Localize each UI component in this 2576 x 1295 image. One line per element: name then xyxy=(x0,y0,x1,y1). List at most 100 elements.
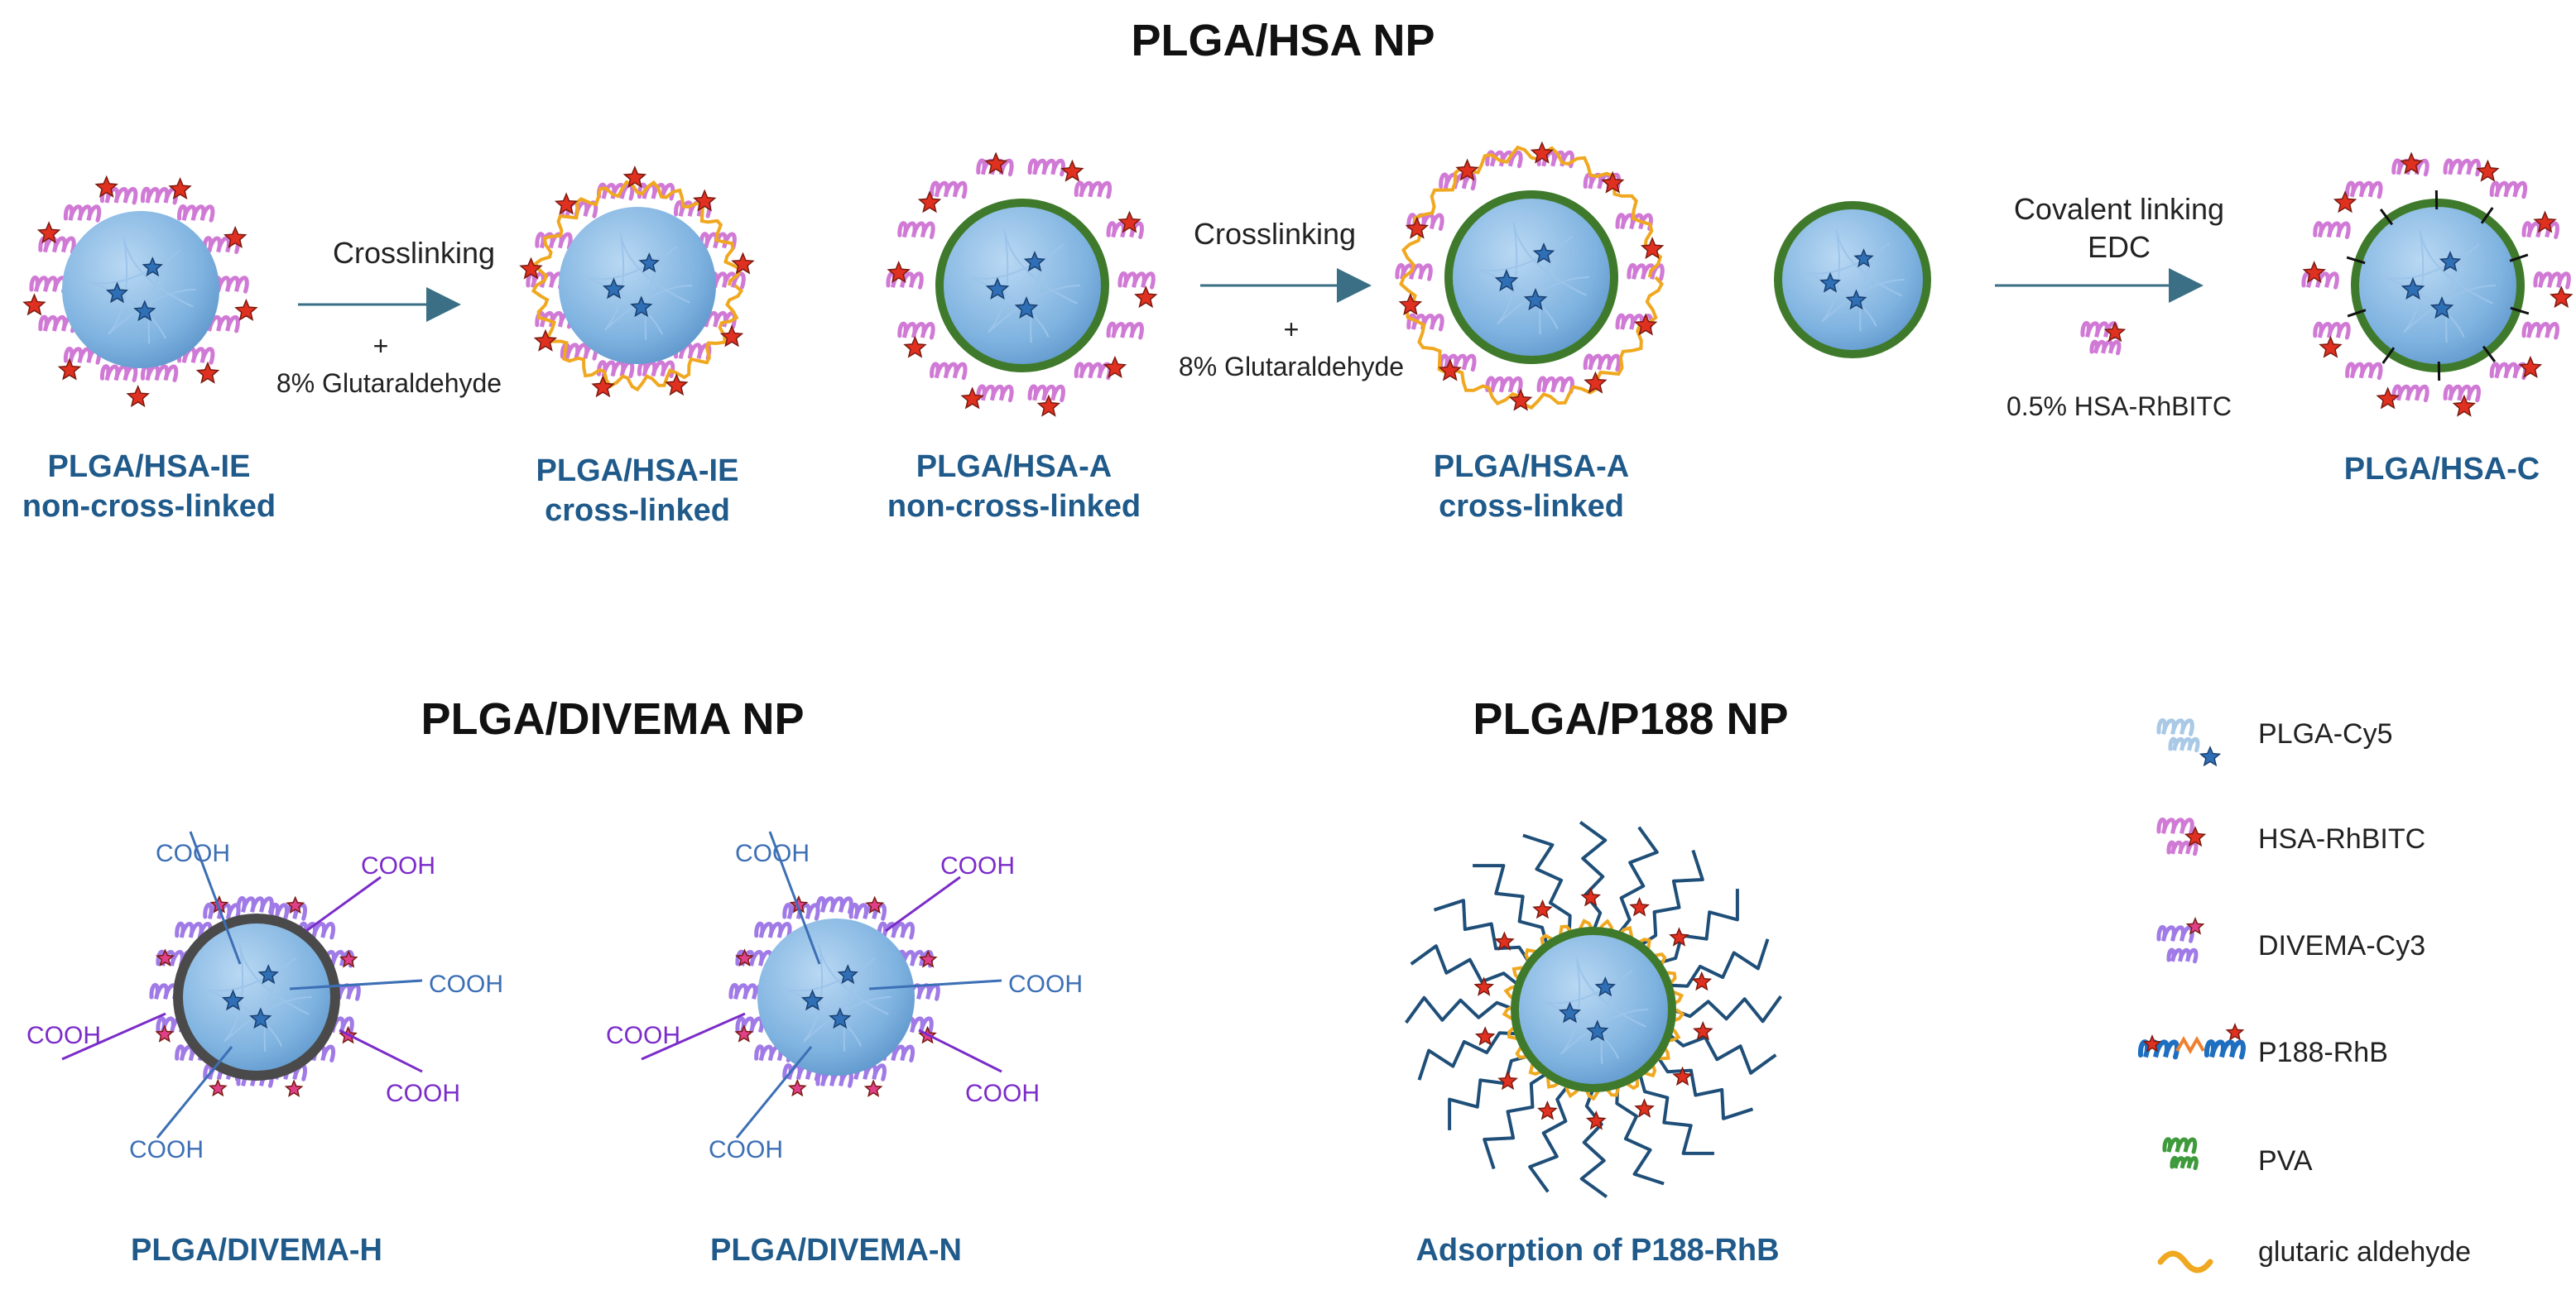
hsa-strand xyxy=(2313,321,2351,340)
label-hsa-c: PLGA/HSA-C xyxy=(2343,452,2540,487)
p188-chain xyxy=(1671,995,1783,1024)
hsa-strand xyxy=(100,364,138,382)
rhb-dye-marker xyxy=(1585,1110,1607,1130)
plga-strand xyxy=(843,957,876,1052)
hsa-strand xyxy=(637,182,675,201)
plga-core xyxy=(757,918,915,1076)
p188-strand xyxy=(2137,1039,2180,1060)
rhb-dye-marker xyxy=(126,385,150,408)
legend-label-pva: PVA xyxy=(2258,1145,2313,1177)
cy5-dye-marker xyxy=(142,257,163,277)
rhb-dye-marker xyxy=(2452,394,2477,417)
rhb-dye-marker xyxy=(2302,261,2326,284)
glutaraldehyde-wave xyxy=(2157,1250,2213,1273)
hsa-strand xyxy=(2489,180,2527,199)
hsa-strand xyxy=(2489,362,2527,381)
plga-strand xyxy=(2403,285,2497,333)
plga-strand xyxy=(988,285,1081,333)
cy5-dye-marker xyxy=(837,964,858,985)
rhb-dye-marker xyxy=(887,261,911,284)
plga-strand xyxy=(1539,970,1633,1005)
rhb-dye-marker xyxy=(57,357,82,381)
rhb-dye-marker xyxy=(1601,170,1625,194)
cooh-pointer-line xyxy=(918,1029,1002,1073)
rhb-dye-marker xyxy=(2518,355,2543,378)
rhb-dye-marker xyxy=(1508,388,1533,411)
covalent-link xyxy=(2480,207,2494,224)
step-crosslinking-1: Crosslinking xyxy=(332,236,496,270)
pva-shell xyxy=(935,199,1109,372)
label-line: PLGA/HSA-IE xyxy=(536,453,739,488)
plga-strand xyxy=(86,250,180,285)
cooh-pointer-line xyxy=(189,831,242,965)
plga-strand xyxy=(86,280,167,339)
label-line: PLGA/HSA-IE xyxy=(47,449,251,484)
plga-strand xyxy=(1560,957,1581,1055)
plga-core xyxy=(940,203,1105,368)
label-hsa-a-noncrosslinked: PLGA/HSA-A non-cross-linked xyxy=(873,447,1155,526)
plga-strand xyxy=(619,233,690,304)
particle-p188 xyxy=(1404,820,1783,1199)
plga-strand xyxy=(2403,230,2425,333)
cy3-dye-marker xyxy=(863,1079,883,1097)
rhb-dye-marker xyxy=(36,221,61,244)
hsa-rhbitc-reagent-icon xyxy=(2080,320,2127,356)
cooh-label: COOH xyxy=(361,852,435,880)
hsa-strand xyxy=(2089,339,2122,356)
p188-chain xyxy=(1483,1072,1549,1170)
hsa-strand xyxy=(211,275,249,294)
plga-strand xyxy=(1835,229,1903,297)
p188-chain xyxy=(1528,1083,1571,1193)
hsa-strand xyxy=(38,314,76,333)
pva-strand xyxy=(2170,1155,2199,1171)
covalent-link xyxy=(2347,309,2367,318)
label-divema-h: PLGA/DIVEMA-H xyxy=(131,1233,382,1268)
step-glutaraldehyde-2: 8% Glutaraldehyde xyxy=(1178,352,1405,381)
plga-cy5-icon xyxy=(2156,717,2222,767)
rhb-dye-marker xyxy=(1669,927,1689,947)
cy5-dye-marker xyxy=(1494,269,1519,292)
rhb-dye-marker xyxy=(168,177,192,200)
cy3-dye-marker xyxy=(284,1079,304,1097)
covalent-link xyxy=(2381,347,2396,364)
cooh-label: COOH xyxy=(940,852,1015,880)
hsa-strand xyxy=(1395,262,1433,281)
hsa-strand xyxy=(63,204,102,223)
hsa-strand xyxy=(2521,221,2559,239)
plga-strand xyxy=(123,237,194,308)
plga-strand xyxy=(2380,243,2480,280)
covalent-link xyxy=(2346,256,2366,265)
hsa-strand xyxy=(699,232,737,250)
rhb-dye-marker xyxy=(1580,887,1602,907)
hsa-strand xyxy=(897,321,935,340)
cooh-pointer-line xyxy=(305,875,382,933)
rhb-dye-marker xyxy=(1494,931,1515,951)
p188-chain xyxy=(1448,1053,1531,1130)
cy5-dye-marker xyxy=(221,989,245,1011)
particle-hsa-a-crosslinked xyxy=(1395,141,1665,411)
divema-strand xyxy=(236,895,274,914)
p188-chain xyxy=(1615,1084,1665,1186)
pva-shell xyxy=(1511,927,1676,1092)
rhb-dye-marker xyxy=(1455,158,1479,181)
cy3-dye-marker xyxy=(918,949,938,968)
hsa-strand xyxy=(976,384,1014,403)
cy3-dye-marker xyxy=(286,895,305,914)
hsa-strand xyxy=(1536,376,1574,395)
p188-chain xyxy=(1579,820,1608,932)
hsa-strand xyxy=(1583,353,1621,372)
rhb-dye-marker xyxy=(960,386,984,410)
hsa-strand xyxy=(930,180,968,199)
cooh-label: COOH xyxy=(129,1136,204,1163)
cy5-dye-marker xyxy=(985,277,1010,300)
plga-strand xyxy=(2445,243,2480,343)
legend-label-p188-rhb: P188-RhB xyxy=(2258,1037,2388,1068)
cy5-dye-marker xyxy=(1558,1001,1582,1024)
plga-core xyxy=(1449,194,1614,360)
particle-hsa-c xyxy=(2301,151,2574,417)
rhb-dye-marker xyxy=(1672,1066,1693,1086)
hsa-strand xyxy=(177,204,215,223)
rhb-dye-marker xyxy=(223,225,248,248)
plga-strand xyxy=(1473,267,1559,329)
